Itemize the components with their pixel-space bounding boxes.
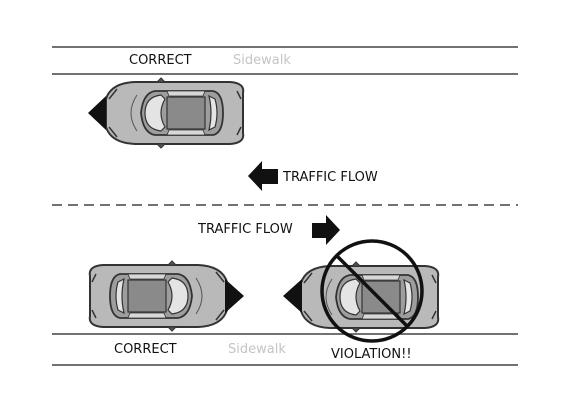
bottom-right-car-direction-arrow bbox=[283, 279, 302, 313]
prohibition-icon bbox=[320, 239, 424, 343]
top-car bbox=[105, 77, 245, 149]
right-traffic-arrow-icon bbox=[312, 215, 340, 245]
top-correct-label: CORRECT bbox=[129, 53, 192, 68]
upper-traffic-flow-label: TRAFFIC FLOW bbox=[283, 170, 378, 185]
violation-label: VIOLATION!! bbox=[331, 347, 412, 362]
bottom-left-car-direction-arrow bbox=[225, 279, 244, 313]
lower-traffic-flow-label: TRAFFIC FLOW bbox=[198, 222, 293, 237]
bottom-sidewalk-label: Sidewalk bbox=[228, 342, 286, 357]
top-sidewalk-label: Sidewalk bbox=[233, 53, 291, 68]
bottom-left-car bbox=[88, 260, 228, 332]
bottom-correct-label: CORRECT bbox=[114, 342, 177, 357]
left-traffic-arrow-icon bbox=[248, 161, 278, 191]
top-car-direction-arrow bbox=[88, 96, 106, 130]
